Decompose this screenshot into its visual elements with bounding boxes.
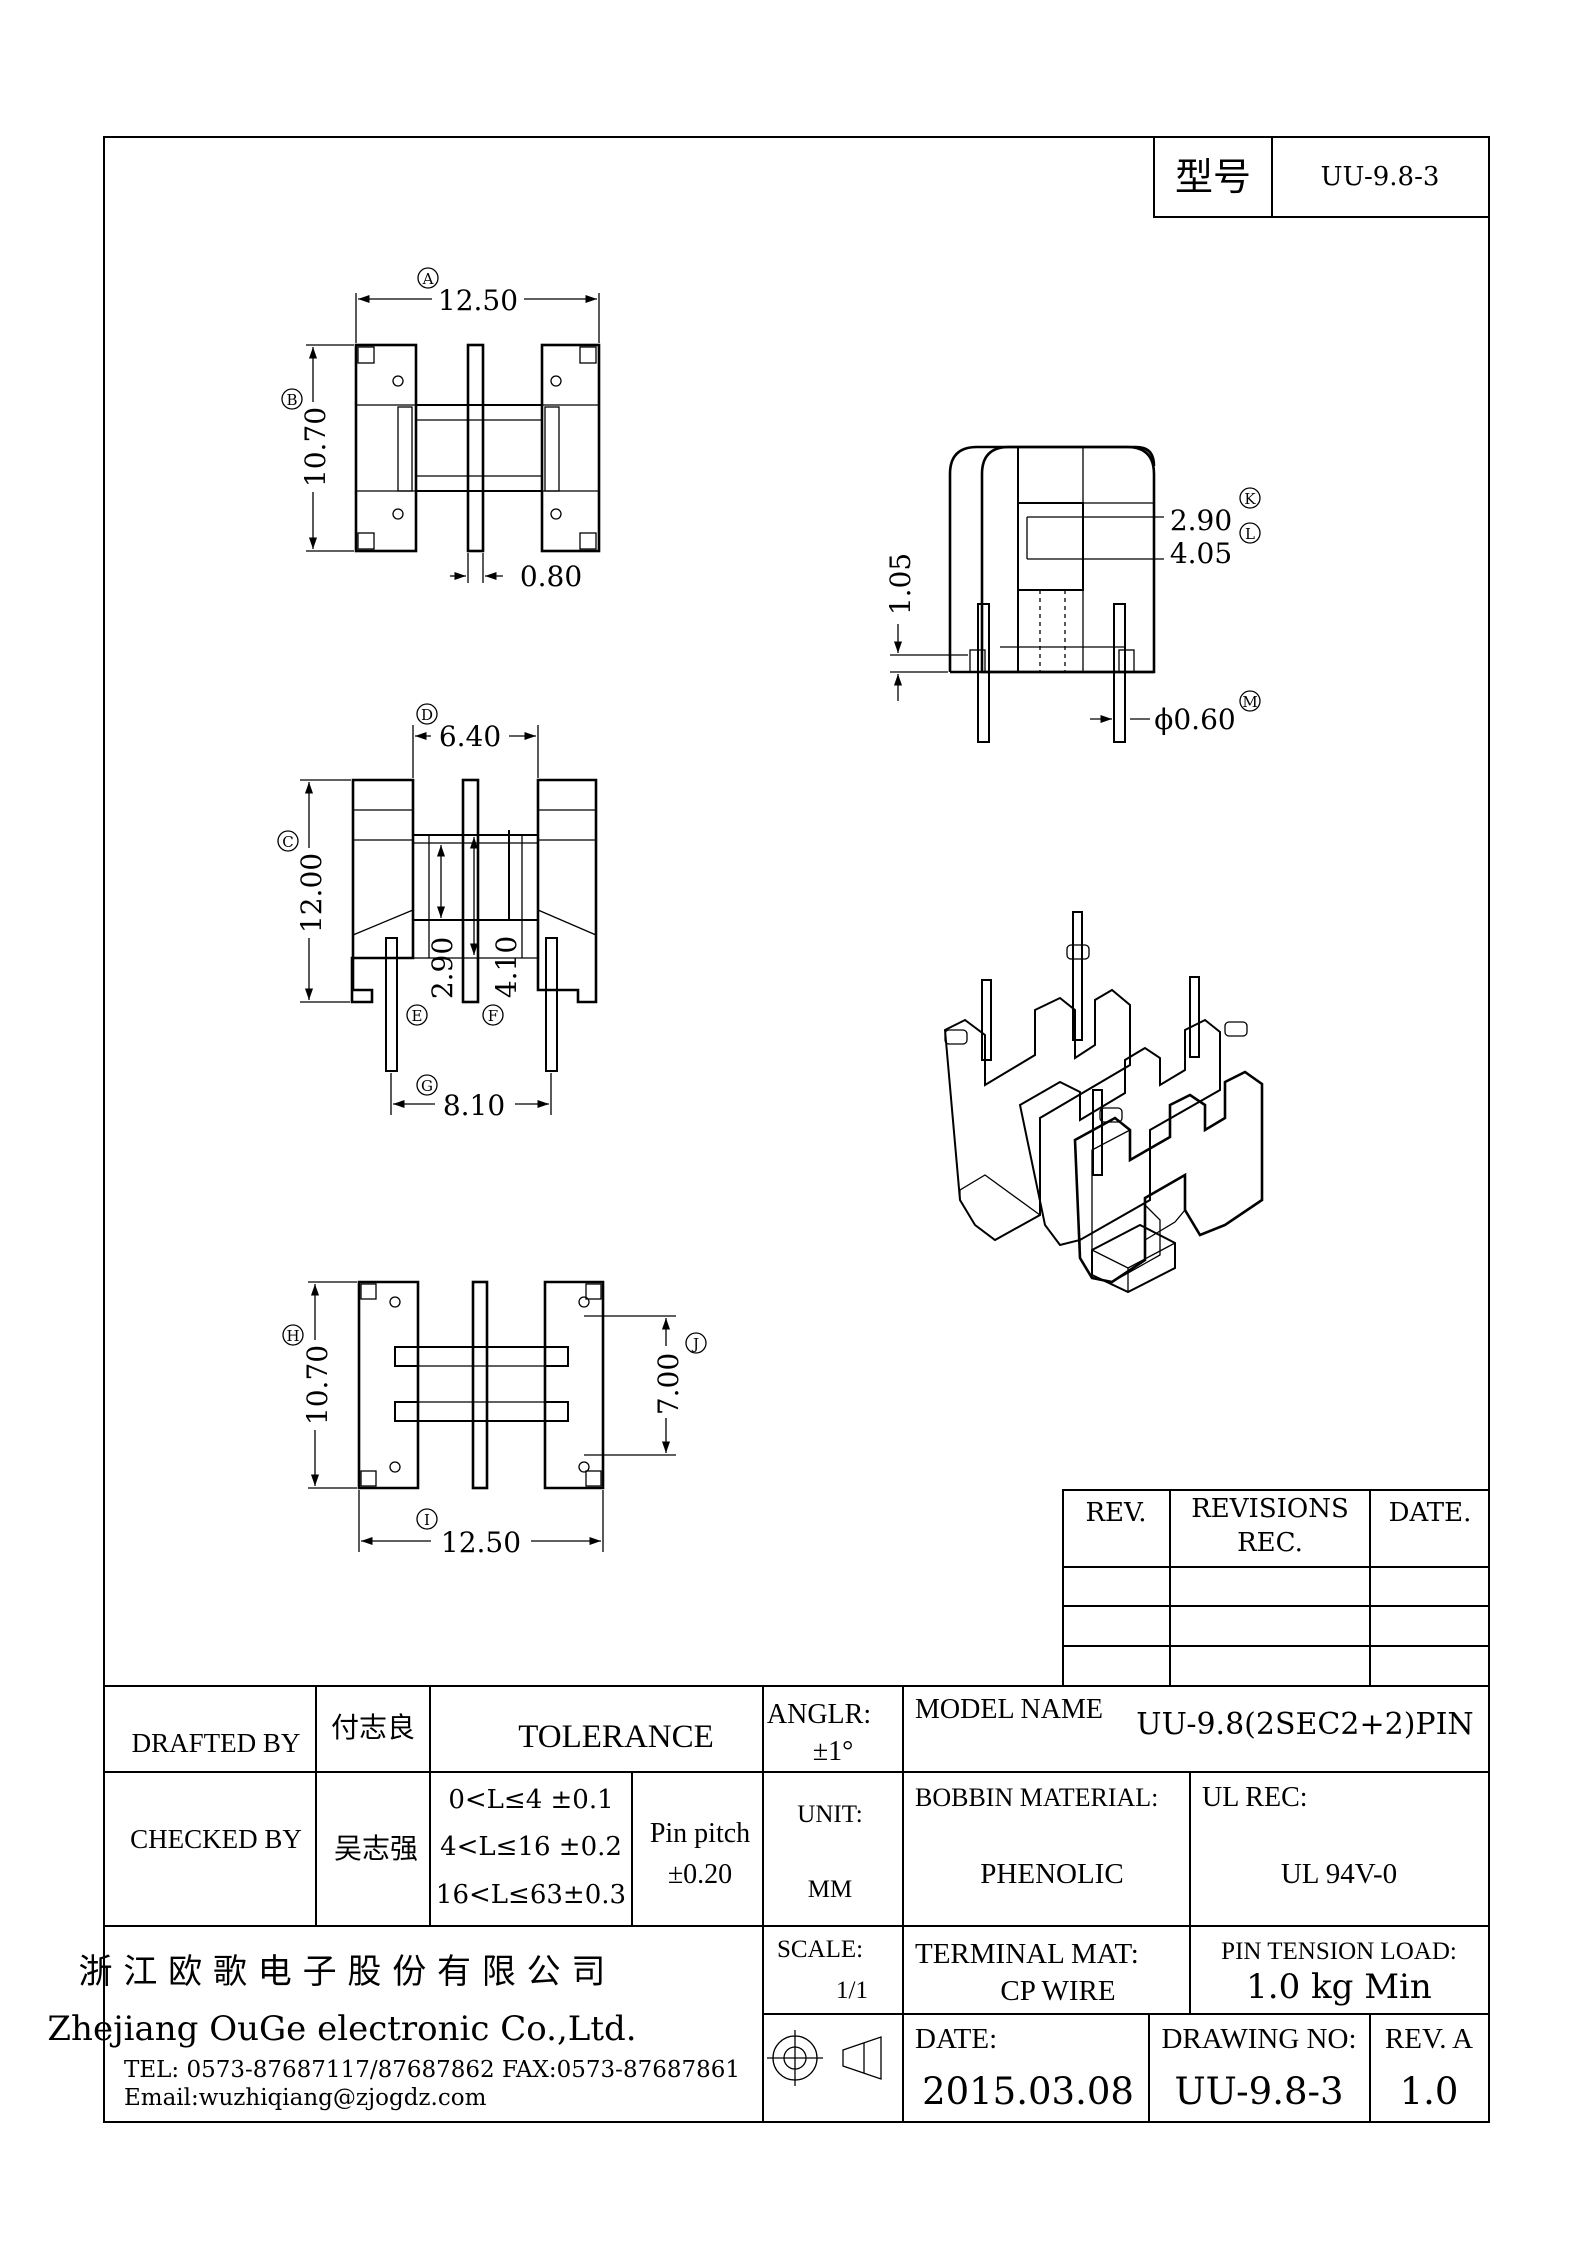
date-value: 2015.03.08	[922, 2070, 1134, 2113]
date-label: DATE:	[915, 2023, 997, 2055]
dim-g-tag: G	[421, 1077, 433, 1095]
dim-l-tag: L	[1245, 525, 1255, 543]
drawing-no-label: DRAWING NO:	[1161, 2023, 1356, 2055]
dim-f-value: 4.10	[490, 936, 523, 998]
drawing-no-value: UU-9.8-3	[1174, 2070, 1343, 2113]
pin-tension-value: 1.0 kg Min	[1246, 1967, 1432, 2007]
ul-rec-value: UL 94V-0	[1281, 1858, 1397, 1890]
dim-pin-width-value: 0.80	[520, 560, 582, 593]
scale-value: 1/1	[836, 1977, 868, 2004]
top-view: 12.50 A 10.70 B 0.80	[281, 267, 601, 593]
dim-k-value: 2.90	[1170, 504, 1232, 537]
angle-label: ANGLR:	[767, 1699, 871, 1730]
title-block: DRAFTED BY 付志良 TOLERANCE ANGLR: ±1° MODE…	[47, 1685, 1489, 2122]
rev-col-header: REV.	[1085, 1498, 1146, 1528]
bottom-view: 10.70 H 7.00 J 12.50 I	[282, 1280, 707, 1559]
dim-d-value: 6.40	[439, 720, 501, 753]
unit-value: MM	[808, 1876, 852, 1903]
dim-c-value: 12.00	[295, 853, 328, 933]
dim-j-value: 7.00	[652, 1353, 685, 1415]
pin-tension-label: PIN TENSION LOAD:	[1221, 1938, 1457, 1965]
ul-rec-label: UL REC:	[1202, 1782, 1308, 1813]
revisions-col-header: REVISIONS REC.	[1191, 1494, 1349, 1558]
dim-m-value: ϕ0.60	[1154, 703, 1235, 736]
dim-m-tag: M	[1242, 693, 1257, 711]
sheet-border	[103, 136, 1490, 2123]
dim-i-tag: I	[424, 1511, 430, 1529]
tolerance-row-2: 4<L≤16 ±0.2	[440, 1832, 622, 1862]
angle-value: ±1°	[813, 1736, 854, 1767]
dim-g-value: 8.10	[443, 1089, 505, 1122]
company-contact-tel: TEL: 0573-87687117/87687862 FAX:0573-876…	[124, 2057, 740, 2083]
dim-a-value: 12.50	[438, 284, 518, 317]
dim-d-tag: D	[421, 706, 433, 724]
dim-c-tag: C	[282, 833, 293, 851]
company-name-en: Zhejiang OuGe electronic Co.,Ltd.	[47, 2009, 636, 2049]
checked-by-value: 吴志强	[334, 1832, 418, 1865]
dim-k-tag: K	[1244, 490, 1256, 508]
rev-label: REV. A	[1385, 2023, 1473, 2055]
front-view: 6.40 D 12.00 C 2.90 E 4.10 F 8.10 G	[277, 703, 598, 1122]
dim-height-value: 1.05	[884, 553, 917, 615]
pin-pitch-value: ±0.20	[668, 1859, 732, 1890]
scale-label: SCALE:	[777, 1936, 863, 1963]
terminal-mat-label: TERMINAL MAT:	[915, 1938, 1139, 1970]
dim-l-value: 4.05	[1170, 537, 1232, 570]
side-view: 2.90 4.05 K L 1.05 ϕ0.60 M	[884, 445, 1261, 743]
dim-b-tag: B	[286, 391, 297, 409]
model-name-label: MODEL NAME	[915, 1694, 1103, 1725]
drafted-by-label: DRAFTED BY	[132, 1728, 301, 1758]
dim-b-value: 10.70	[299, 407, 332, 487]
dim-f-tag: F	[488, 1007, 498, 1025]
tolerance-row-3: 16<L≤63±0.3	[436, 1880, 626, 1910]
bobbin-material-value: PHENOLIC	[980, 1858, 1123, 1890]
model-header: 型号 UU-9.8-3	[1153, 136, 1490, 218]
company-name-cn: 浙 江 欧 歌 电 子 股 份 有 限 公 司	[79, 1952, 606, 1992]
tolerance-row-1: 0<L≤4 ±0.1	[448, 1785, 613, 1815]
date-col-header: DATE.	[1389, 1498, 1472, 1528]
projection-symbol-icon	[767, 2030, 882, 2086]
unit-label: UNIT:	[797, 1801, 862, 1828]
dim-h-value: 10.70	[301, 1345, 334, 1425]
tolerance-label: TOLERANCE	[518, 1719, 714, 1755]
model-name-value: UU-9.8(2SEC2+2)PIN	[1136, 1707, 1473, 1742]
dim-i-value: 12.50	[441, 1526, 521, 1559]
company-contact-email: Email:wuzhiqiang@zjogdz.com	[124, 2085, 487, 2111]
drafted-by-value: 付志良	[331, 1711, 415, 1744]
model-header-label: 型号	[1175, 155, 1251, 199]
rev-value: 1.0	[1400, 2070, 1459, 2113]
pin-pitch-label: Pin pitch	[650, 1818, 750, 1849]
terminal-mat-value: CP WIRE	[1000, 1975, 1115, 2007]
isometric-view	[943, 911, 1264, 1294]
dim-e-tag: E	[412, 1007, 423, 1025]
revision-table: REV. REVISIONS REC. DATE.	[1062, 1489, 1490, 1687]
dim-h-tag: H	[286, 1327, 299, 1345]
dim-a-tag: A	[422, 270, 434, 288]
bobbin-material-label: BOBBIN MATERIAL:	[915, 1783, 1158, 1812]
dim-e-value: 2.90	[426, 937, 459, 999]
model-header-value: UU-9.8-3	[1321, 162, 1440, 192]
dim-j-tag: J	[691, 1335, 699, 1353]
checked-by-label: CHECKED BY	[130, 1824, 302, 1854]
